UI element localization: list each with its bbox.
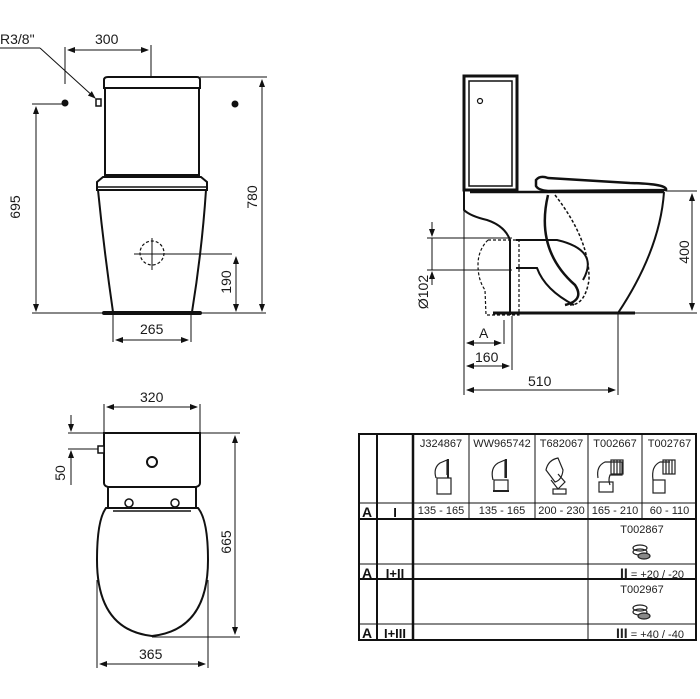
connector-icon-j324867 [434,459,452,495]
row2-config: I+II [385,566,405,581]
total-depth-510-label: 510 [528,373,552,389]
extension-icon-t002967 [632,604,651,620]
connector-range-1: 135 - 165 [417,505,465,517]
connector-range-2: 135 - 165 [478,505,526,517]
outlet-distance-a-label: A [479,325,489,341]
connector-icon-t002767 [652,459,676,494]
total-height-780-label: 780 [244,185,260,209]
side-view-drawing [427,74,697,395]
extension-code-ii: T002867 [620,524,664,536]
connector-icon-t682067 [545,457,567,495]
inlet-height-695-label: 695 [7,195,23,219]
outlet-diameter-label: Ø102 [415,274,431,310]
connector-code-4: T002667 [593,438,637,450]
extension-code-iii: T002967 [620,584,664,596]
extension-adjust-ii: II = +20 / -20 [620,565,685,581]
outlet-height-190-label: 190 [218,270,234,294]
connector-code-3: T682067 [539,438,584,450]
connector-icon-t002667 [597,459,624,493]
connector-table-grid [358,433,697,641]
top-view-drawing [68,404,240,668]
base-width-265-label: 265 [140,321,164,337]
seat-height-400-label: 400 [676,240,692,264]
extension-adjust-iii: III = +40 / -40 [616,625,684,641]
row1-col-a: A [362,504,373,520]
outlet-distance-160-label: 160 [475,349,499,365]
extension-icon-t002867 [632,544,651,560]
connector-code-5: T002767 [647,438,692,450]
row3-config: I+III [383,626,407,641]
connector-range-5: 60 - 110 [649,505,690,517]
inlet-thread-label: R3/8" [0,31,35,47]
row3-col-a: A [362,625,373,641]
connector-code-2: WW965742 [473,438,531,450]
bowl-width-365-label: 365 [139,646,163,662]
connector-code-1: J324867 [419,438,463,450]
connector-icon-ww965742 [491,459,509,492]
connector-range-4: 165 - 210 [591,505,639,517]
inlet-offset-50-label: 50 [52,465,68,481]
connector-range-3: 200 - 230 [538,505,585,517]
front-view-drawing [0,45,267,343]
cistern-width-320-label: 320 [140,389,164,405]
row2-col-a: A [362,565,373,581]
row1-config: I [393,505,397,520]
total-length-665-label: 665 [218,530,234,554]
inlet-offset-300-label: 300 [95,31,119,47]
